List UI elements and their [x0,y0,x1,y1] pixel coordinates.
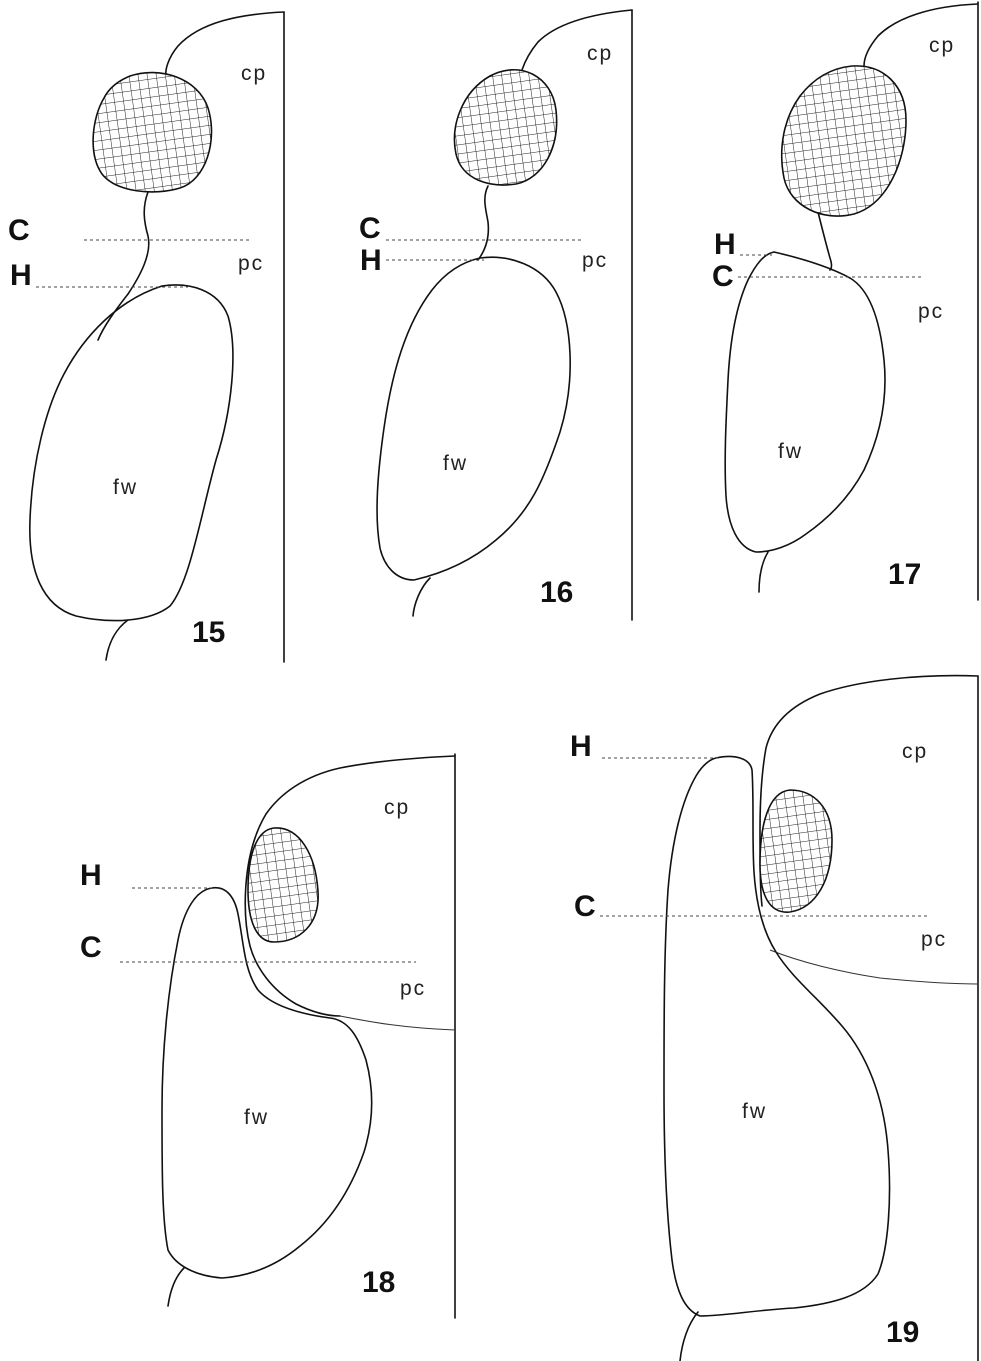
compound-eye [454,70,556,185]
compound-eye [248,828,318,942]
head-outline [864,4,978,66]
postclypeus-line [770,950,978,984]
pc-label: pc [921,928,947,951]
c-label: C [712,260,734,293]
fw-label: fw [778,440,803,463]
frontal-wart [30,285,233,621]
h-label: H [80,859,102,892]
mouthpart-line [680,1312,698,1361]
head-outline [522,10,632,70]
cp-label: cp [384,796,410,819]
cp-label: cp [587,42,613,65]
mouthpart-line [168,1268,184,1306]
c-label: C [8,214,30,247]
mouthpart-line [759,552,768,592]
figure-19: H C cp pc fw 19 [570,676,978,1361]
mouthpart-line [106,620,128,660]
cp-label: cp [241,62,267,85]
figure-number: 18 [362,1266,395,1299]
frontal-wart [377,257,570,580]
frontal-wart [725,252,885,552]
c-label: C [574,890,596,923]
pc-label: pc [582,249,608,272]
figure-17: H C cp pc fw 17 [712,2,978,600]
mouthpart-line [413,578,430,616]
pc-label: pc [238,252,264,275]
fw-label: fw [742,1100,767,1123]
fw-label: fw [244,1106,269,1129]
h-label: H [10,259,32,292]
figure-number: 17 [888,558,921,591]
c-label: C [80,931,102,964]
fw-label: fw [113,476,138,499]
figure-16: C H cp pc fw 16 [359,10,632,620]
figure-15: C H cp pc fw 15 [8,12,284,662]
figure-number: 15 [192,616,225,649]
c-label: C [359,212,381,245]
head-outline [818,212,832,270]
fw-label: fw [443,452,468,475]
figure-number: 19 [886,1316,919,1349]
head-outline [478,186,488,260]
cp-label: cp [902,740,928,763]
compound-eye [760,790,832,912]
h-label: H [360,244,382,277]
compound-eye [782,66,906,216]
head-outline [98,192,149,340]
postclypeus-line [340,1016,455,1030]
compound-eye [93,73,211,192]
h-label: H [570,730,592,763]
figure-number: 16 [540,576,573,609]
cp-label: cp [929,34,955,57]
pc-label: pc [918,300,944,323]
figure-18: H C cp pc fw 18 [80,754,455,1318]
frontal-wart [162,888,372,1278]
h-label: H [714,228,736,261]
pc-label: pc [400,977,426,1000]
